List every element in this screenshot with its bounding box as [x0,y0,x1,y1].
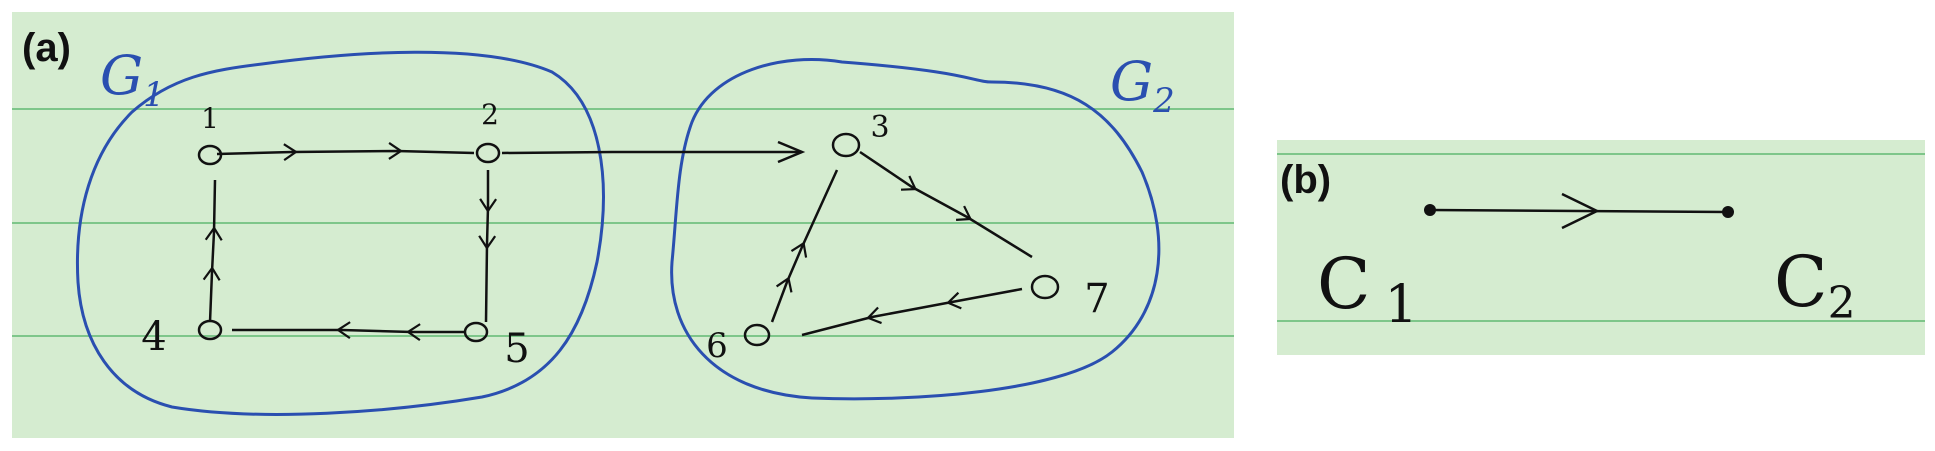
node-3 [831,132,861,158]
node-1 [197,144,223,166]
edge-2-5 [478,170,498,323]
group-label-g1: G1 [100,44,165,115]
node-c1 [1424,204,1436,216]
node-7 [1030,274,1060,300]
node-c2 [1722,206,1734,218]
ruled-line [1277,153,1925,155]
edge-2-3 [501,150,802,155]
edge-3-7 [859,150,1033,259]
node-label-2: 2 [481,98,499,131]
ruled-line [12,108,1234,110]
node-6 [743,323,771,347]
node-4 [197,319,223,341]
ruled-line [12,222,1234,224]
group-g1-outline [75,50,605,416]
node-label-4: 4 [141,314,166,360]
node-2 [475,142,501,164]
panel-b-label: (b) [1280,158,1332,202]
edge-c1-c2 [1429,208,1729,214]
ruled-line [1277,320,1925,322]
group-label-g2: G2 [1110,50,1175,121]
edge-c1-c2-arrowhead [1561,192,1600,230]
panel-a: (a) 1 2 3 4 5 [12,12,1234,438]
edge-5-4 [232,321,466,342]
edge-1-2 [216,142,475,162]
node-label-7: 7 [1084,276,1109,322]
node-label-5: 5 [504,326,529,372]
group-g2-outline [670,58,1161,401]
ruled-line [12,335,1234,337]
graph-diagram: 1 2 3 4 5 6 7 G1 G2 [75,44,1175,416]
node-label-6: 6 [706,326,728,366]
node-label-3: 3 [870,110,889,145]
edge-2-3-arrowhead [777,140,806,164]
panel-a-label: (a) [22,26,71,70]
edge-4-1 [202,179,223,323]
node-label-c2: C2 [1774,241,1856,329]
edge-7-6 [801,287,1023,337]
edge-6-3 [770,169,839,323]
node-label-1: 1 [201,102,219,135]
node-5 [463,321,489,343]
